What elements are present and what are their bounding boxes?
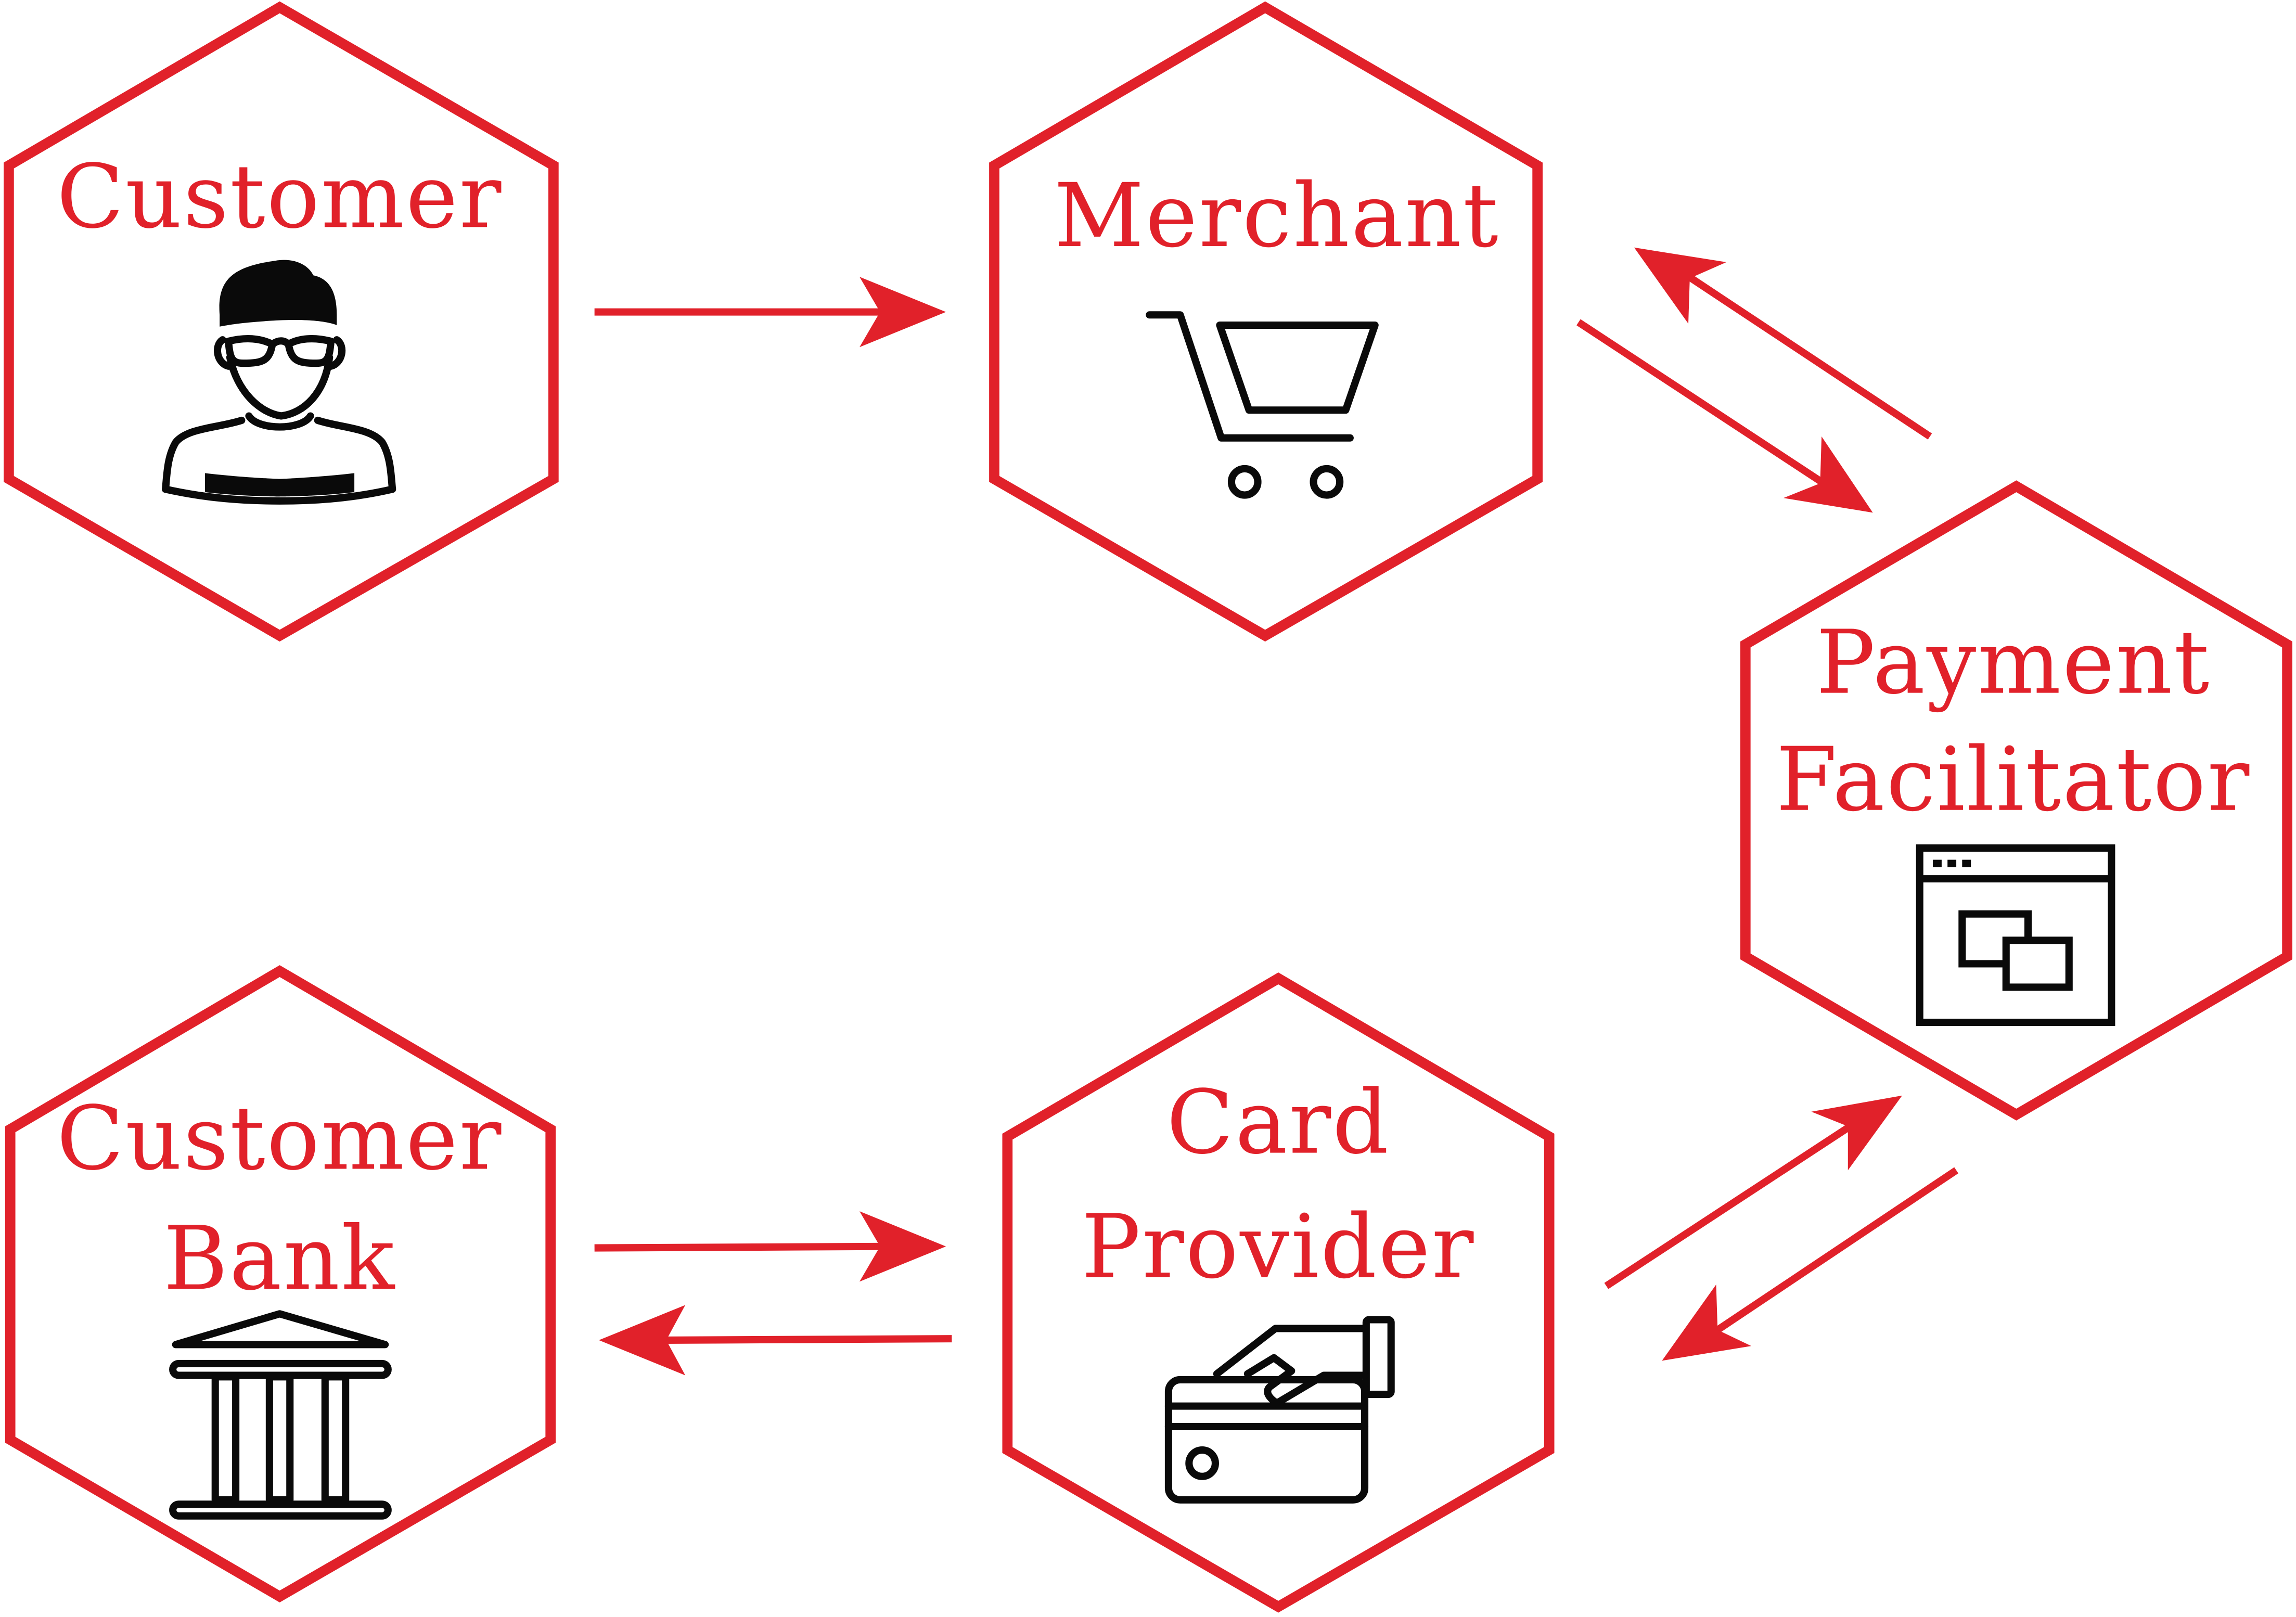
card-provider-label-line2: Provider [1082,1196,1476,1298]
arrow-payment-facilitator-to-card-provider [1662,1167,1958,1361]
node-card-provider: Card Provider [1002,972,1555,1613]
merchant-label: Merchant [1054,164,1500,267]
node-customer-bank: Customer Bank [5,965,556,1602]
hexagon-payment-facilitator [1740,480,2292,1121]
customer-label: Customer [57,145,503,248]
shopping-cart-icon [1146,311,1379,499]
card-provider-label-line1: Card [1166,1071,1390,1174]
bank-building-icon [169,1310,392,1520]
arrow-card-provider-to-payment-facilitator [1604,1095,1902,1289]
payment-facilitator-label-line1: Payment [1816,611,2211,714]
card-payment-icon [1164,1316,1395,1504]
hexagon-card-provider [1002,972,1555,1613]
person-with-glasses-icon [161,260,396,505]
customer-bank-label-line1: Customer [57,1087,503,1190]
node-customer: Customer [4,1,559,642]
node-merchant: Merchant [989,1,1543,642]
arrow-customer-bank-to-card-provider [594,1211,946,1282]
browser-window-icon [1916,844,2115,1026]
node-payment-facilitator: Payment Facilitator [1740,480,2292,1121]
hexagon-customer-bank [5,965,556,1602]
arrow-payment-facilitator-to-merchant [1634,247,1932,440]
payment-facilitator-label-line2: Facilitator [1776,728,2251,831]
customer-bank-label-line2: Bank [163,1207,396,1310]
arrow-card-provider-to-customer-bank [599,1305,952,1376]
arrow-customer-to-merchant [594,277,946,348]
arrow-merchant-to-payment-facilitator [1576,319,1873,513]
hexagon-customer [4,1,559,642]
